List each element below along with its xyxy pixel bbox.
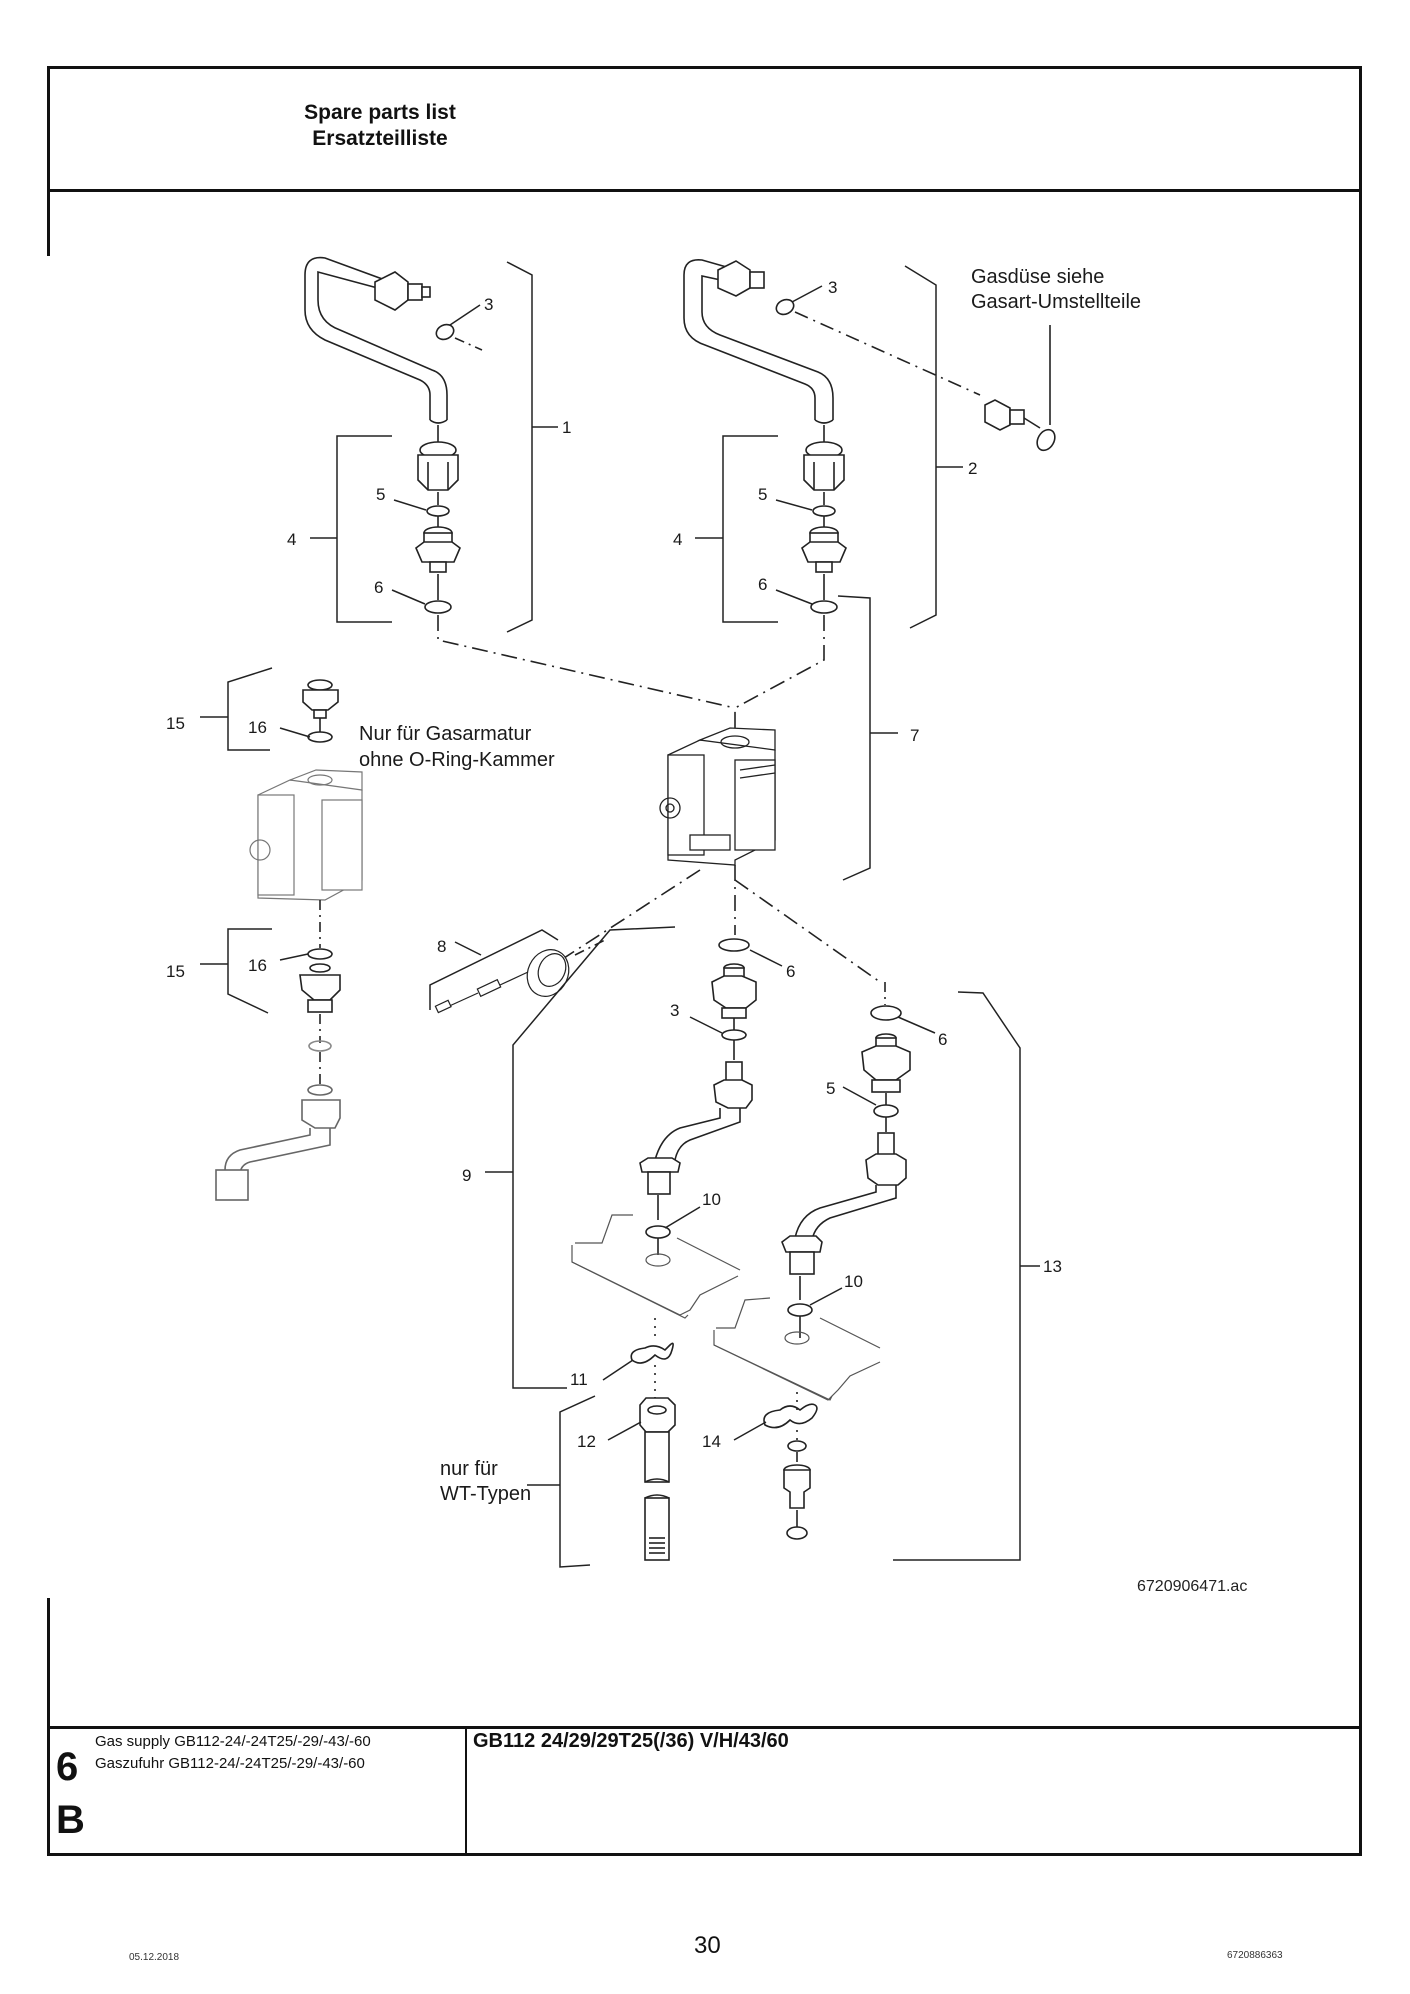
footer-date: 05.12.2018 bbox=[129, 1952, 180, 1963]
frame-left-upper bbox=[47, 66, 50, 256]
note-valve-only-line1: Nur für Gasarmatur bbox=[359, 723, 532, 745]
o-ring-3-lower bbox=[721, 1029, 747, 1041]
callout-15: 15 bbox=[166, 962, 185, 981]
figure-id: 6720906471.ac bbox=[1137, 1578, 1248, 1595]
gas-valve-alt bbox=[249, 769, 363, 901]
threaded-fitting-left bbox=[415, 526, 461, 573]
fitting-lower-right bbox=[861, 1033, 911, 1093]
gas-nozzle bbox=[984, 399, 1041, 431]
callout-labels: 1 2 3 3 3 4 4 5 5 5 6 6 6 6 7 8 9 10 10 … bbox=[166, 278, 1062, 1451]
callout-5: 5 bbox=[758, 485, 767, 504]
o-ring-6-left bbox=[424, 600, 452, 614]
o-ring-nozzle bbox=[1036, 428, 1056, 452]
callout-12: 12 bbox=[577, 1432, 596, 1451]
frame-right bbox=[1359, 66, 1362, 1856]
note-wt-only-line2: WT-Typen bbox=[440, 1483, 531, 1505]
header-divider bbox=[47, 189, 1362, 192]
connection-pipe-alt bbox=[215, 1084, 341, 1201]
section-letter: B bbox=[56, 1798, 85, 1842]
callout-10: 10 bbox=[702, 1190, 721, 1209]
title-block-top bbox=[47, 1726, 1362, 1729]
union-nut-left bbox=[417, 441, 459, 491]
callout-4: 4 bbox=[287, 530, 296, 549]
connection-pipe-right bbox=[781, 1132, 907, 1275]
callout-6: 6 bbox=[374, 578, 383, 597]
burner-plate-left bbox=[571, 1214, 741, 1319]
seal-14-top bbox=[787, 1440, 807, 1452]
footer-doc-number: 6720886363 bbox=[1227, 1950, 1283, 1961]
brackets bbox=[200, 261, 1040, 1568]
seal-10-right bbox=[787, 1303, 813, 1317]
o-ring-6-lower-center bbox=[718, 938, 750, 952]
callout-13: 13 bbox=[1043, 1257, 1062, 1276]
burner-plate-right bbox=[713, 1297, 881, 1401]
note-valve-only-line2: ohne O-Ring-Kammer bbox=[359, 749, 555, 771]
callout-3: 3 bbox=[670, 1001, 679, 1020]
union-nut-right bbox=[803, 441, 845, 491]
callout-8: 8 bbox=[437, 937, 446, 956]
fitting-lower-center bbox=[711, 963, 757, 1019]
note-gas-nozzle-line1: Gasdüse siehe bbox=[971, 266, 1104, 288]
threaded-fitting-right bbox=[801, 526, 847, 573]
model-designation: GB112 24/29/29T25(/36) V/H/43/60 bbox=[473, 1730, 789, 1752]
diagram-notes: Gasdüse siehe Gasart-Umstellteile Nur fü… bbox=[359, 266, 1141, 1505]
callout-16: 16 bbox=[248, 956, 267, 975]
callout-16: 16 bbox=[248, 718, 267, 737]
callout-11: 11 bbox=[570, 1370, 588, 1389]
callout-1: 1 bbox=[562, 418, 571, 437]
callout-9: 9 bbox=[462, 1166, 471, 1185]
adapter-fitting-top bbox=[302, 679, 339, 719]
clip-14 bbox=[763, 1403, 818, 1429]
gas-pipe-right bbox=[683, 258, 834, 424]
o-ring-5-right bbox=[812, 505, 836, 517]
o-ring-16-bottom bbox=[307, 948, 333, 960]
o-ring-6-right bbox=[810, 600, 838, 614]
nipple-14 bbox=[783, 1464, 811, 1509]
electrode bbox=[434, 949, 570, 1014]
callout-14: 14 bbox=[702, 1432, 721, 1451]
o-ring-3-right bbox=[775, 298, 795, 316]
callout-2: 2 bbox=[968, 459, 977, 478]
section-number: 6 bbox=[56, 1745, 79, 1789]
o-ring-16-top bbox=[307, 731, 333, 743]
section-description-en: Gas supply GB112-24/-24T25/-29/-43/-60 bbox=[95, 1733, 371, 1750]
callout-15: 15 bbox=[166, 714, 185, 733]
callout-6: 6 bbox=[758, 575, 767, 594]
callout-3: 3 bbox=[484, 295, 493, 314]
callout-5: 5 bbox=[376, 485, 385, 504]
page-title: Spare parts list Ersatzteilliste bbox=[250, 100, 510, 152]
title-german: Ersatzteilliste bbox=[312, 127, 448, 150]
adapter-fitting-bottom bbox=[299, 963, 341, 1013]
connection-pipe-center bbox=[639, 1061, 753, 1195]
title-block-divider bbox=[465, 1726, 467, 1855]
callout-10: 10 bbox=[844, 1272, 863, 1291]
o-ring-5-left bbox=[426, 505, 450, 517]
callout-6: 6 bbox=[938, 1030, 947, 1049]
callout-7: 7 bbox=[910, 726, 919, 745]
callout-3: 3 bbox=[828, 278, 837, 297]
section-description-de: Gaszufuhr GB112-24/-24T25/-29/-43/-60 bbox=[95, 1755, 365, 1772]
callout-5: 5 bbox=[826, 1079, 835, 1098]
gas-valve bbox=[659, 727, 776, 866]
title-english: Spare parts list bbox=[304, 101, 456, 124]
page-number: 30 bbox=[694, 1932, 721, 1959]
gas-pipe-left bbox=[304, 256, 448, 424]
sleeve-12 bbox=[639, 1397, 676, 1561]
o-ring-6-lower-right bbox=[870, 1005, 902, 1021]
callout-6: 6 bbox=[786, 962, 795, 981]
note-wt-only-line1: nur für bbox=[440, 1458, 498, 1480]
clip-11 bbox=[630, 1342, 674, 1364]
note-gas-nozzle-line2: Gasart-Umstellteile bbox=[971, 291, 1141, 313]
callout-4: 4 bbox=[673, 530, 682, 549]
o-ring-3-left bbox=[435, 323, 455, 341]
seal-14-bottom bbox=[786, 1526, 808, 1540]
frame-bottom bbox=[47, 1853, 1362, 1856]
o-ring-5-lower bbox=[873, 1104, 899, 1118]
frame-top bbox=[47, 66, 1362, 69]
